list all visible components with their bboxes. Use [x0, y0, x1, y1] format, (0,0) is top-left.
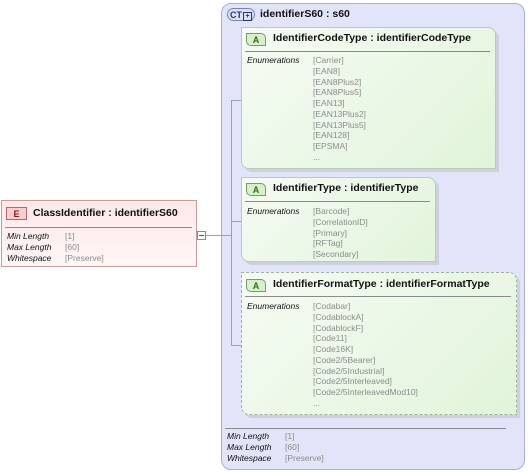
enum-value: [EAN13Plus5]: [313, 119, 366, 130]
enum-value: [Codabar]: [313, 301, 351, 311]
enum-value: [EAN8Plus5]: [313, 87, 362, 98]
complex-type-badge: CT+: [227, 8, 255, 21]
enum-value: [Code2/5Bearer]: [313, 354, 376, 365]
enum-value: ...: [313, 151, 321, 162]
enum-value: [CodablockF]: [313, 322, 364, 333]
collapse-toggle[interactable]: [197, 231, 206, 240]
element-badge: E: [6, 207, 27, 220]
enumeration-list: [Barcode] [CorrelationID] [Primary] [RFT…: [313, 206, 368, 260]
facet-label: Min Length: [7, 231, 50, 241]
enum-value: [CorrelationID]: [313, 216, 368, 227]
attribute-badge: A: [246, 183, 266, 196]
divider: [5, 227, 192, 228]
connector-line: [231, 221, 241, 222]
attribute-box-identifier-type: [241, 177, 436, 262]
facet-value: [Preserve]: [285, 453, 324, 463]
enum-value: [EAN13Plus2]: [313, 108, 366, 119]
connector-line: [231, 345, 241, 346]
connector-line: [197, 235, 231, 236]
attribute-box-identifier-format-type: [241, 272, 517, 415]
enum-value: [EAN8]: [313, 65, 340, 76]
enum-value: [Barcode]: [313, 206, 350, 216]
element-title: ClassIdentifier : identifierS60: [33, 207, 178, 219]
enum-value: [Carrier]: [313, 55, 344, 65]
enum-value: [EPSMA]: [313, 141, 348, 151]
divider: [245, 51, 490, 52]
attribute-badge: A: [246, 33, 266, 46]
facet-value: [60]: [65, 242, 80, 252]
facet-value: [Preserve]: [65, 253, 104, 263]
facet-value: [1]: [65, 231, 75, 241]
enum-value: [CodablockA]: [313, 311, 364, 322]
enum-value: [Code11]: [313, 333, 347, 344]
connector-line: [231, 100, 241, 101]
enum-value: [RFTag]: [313, 238, 343, 249]
enum-value: [Code2/5InterleavedMod10]: [313, 387, 418, 397]
enum-value: [Secondary]: [313, 249, 359, 259]
attribute-title: IdentifierCodeType : identifierCodeType: [273, 32, 471, 44]
enumerations-label: Enumerations: [247, 301, 300, 311]
enum-value: [EAN8Plus2]: [313, 76, 362, 87]
divider: [245, 201, 430, 202]
enum-value: ...: [313, 397, 321, 408]
expand-icon: +: [243, 12, 252, 21]
enum-value: [Code2/5Interleaved]: [313, 376, 392, 387]
enum-value: [EAN13]: [313, 98, 345, 108]
attribute-title: IdentifierType : identifierType: [273, 182, 419, 194]
facet-label: Whitespace: [227, 453, 272, 463]
facet-label: Max Length: [7, 242, 52, 252]
facet-value: [60]: [285, 442, 300, 452]
attribute-box-identifier-code-type: [241, 27, 496, 169]
connector-line: [231, 100, 232, 345]
divider: [225, 428, 506, 429]
enumeration-list: [Carrier] [EAN8] [EAN8Plus2] [EAN8Plus5]…: [313, 55, 366, 163]
enum-value: [Code16K]: [313, 344, 354, 354]
enumerations-label: Enumerations: [247, 206, 300, 216]
element-box: [1, 200, 197, 267]
facet-label: Max Length: [227, 442, 272, 452]
enumeration-list: [Codabar] [CodablockA] [CodablockF] [Cod…: [313, 301, 418, 409]
enum-value: [Code2/5Industrial]: [313, 365, 385, 376]
attribute-badge: A: [246, 279, 266, 292]
facet-label: Whitespace: [7, 253, 52, 263]
facet-label: Min Length: [227, 431, 270, 441]
enum-value: [EAN128]: [313, 130, 350, 141]
divider: [245, 296, 511, 297]
enum-value: [Primary]: [313, 227, 347, 238]
attribute-title: IdentifierFormatType : identifierFormatT…: [273, 278, 490, 290]
enumerations-label: Enumerations: [247, 55, 300, 65]
complex-type-title: identifierS60 : s60: [260, 8, 350, 20]
facet-value: [1]: [285, 431, 295, 441]
